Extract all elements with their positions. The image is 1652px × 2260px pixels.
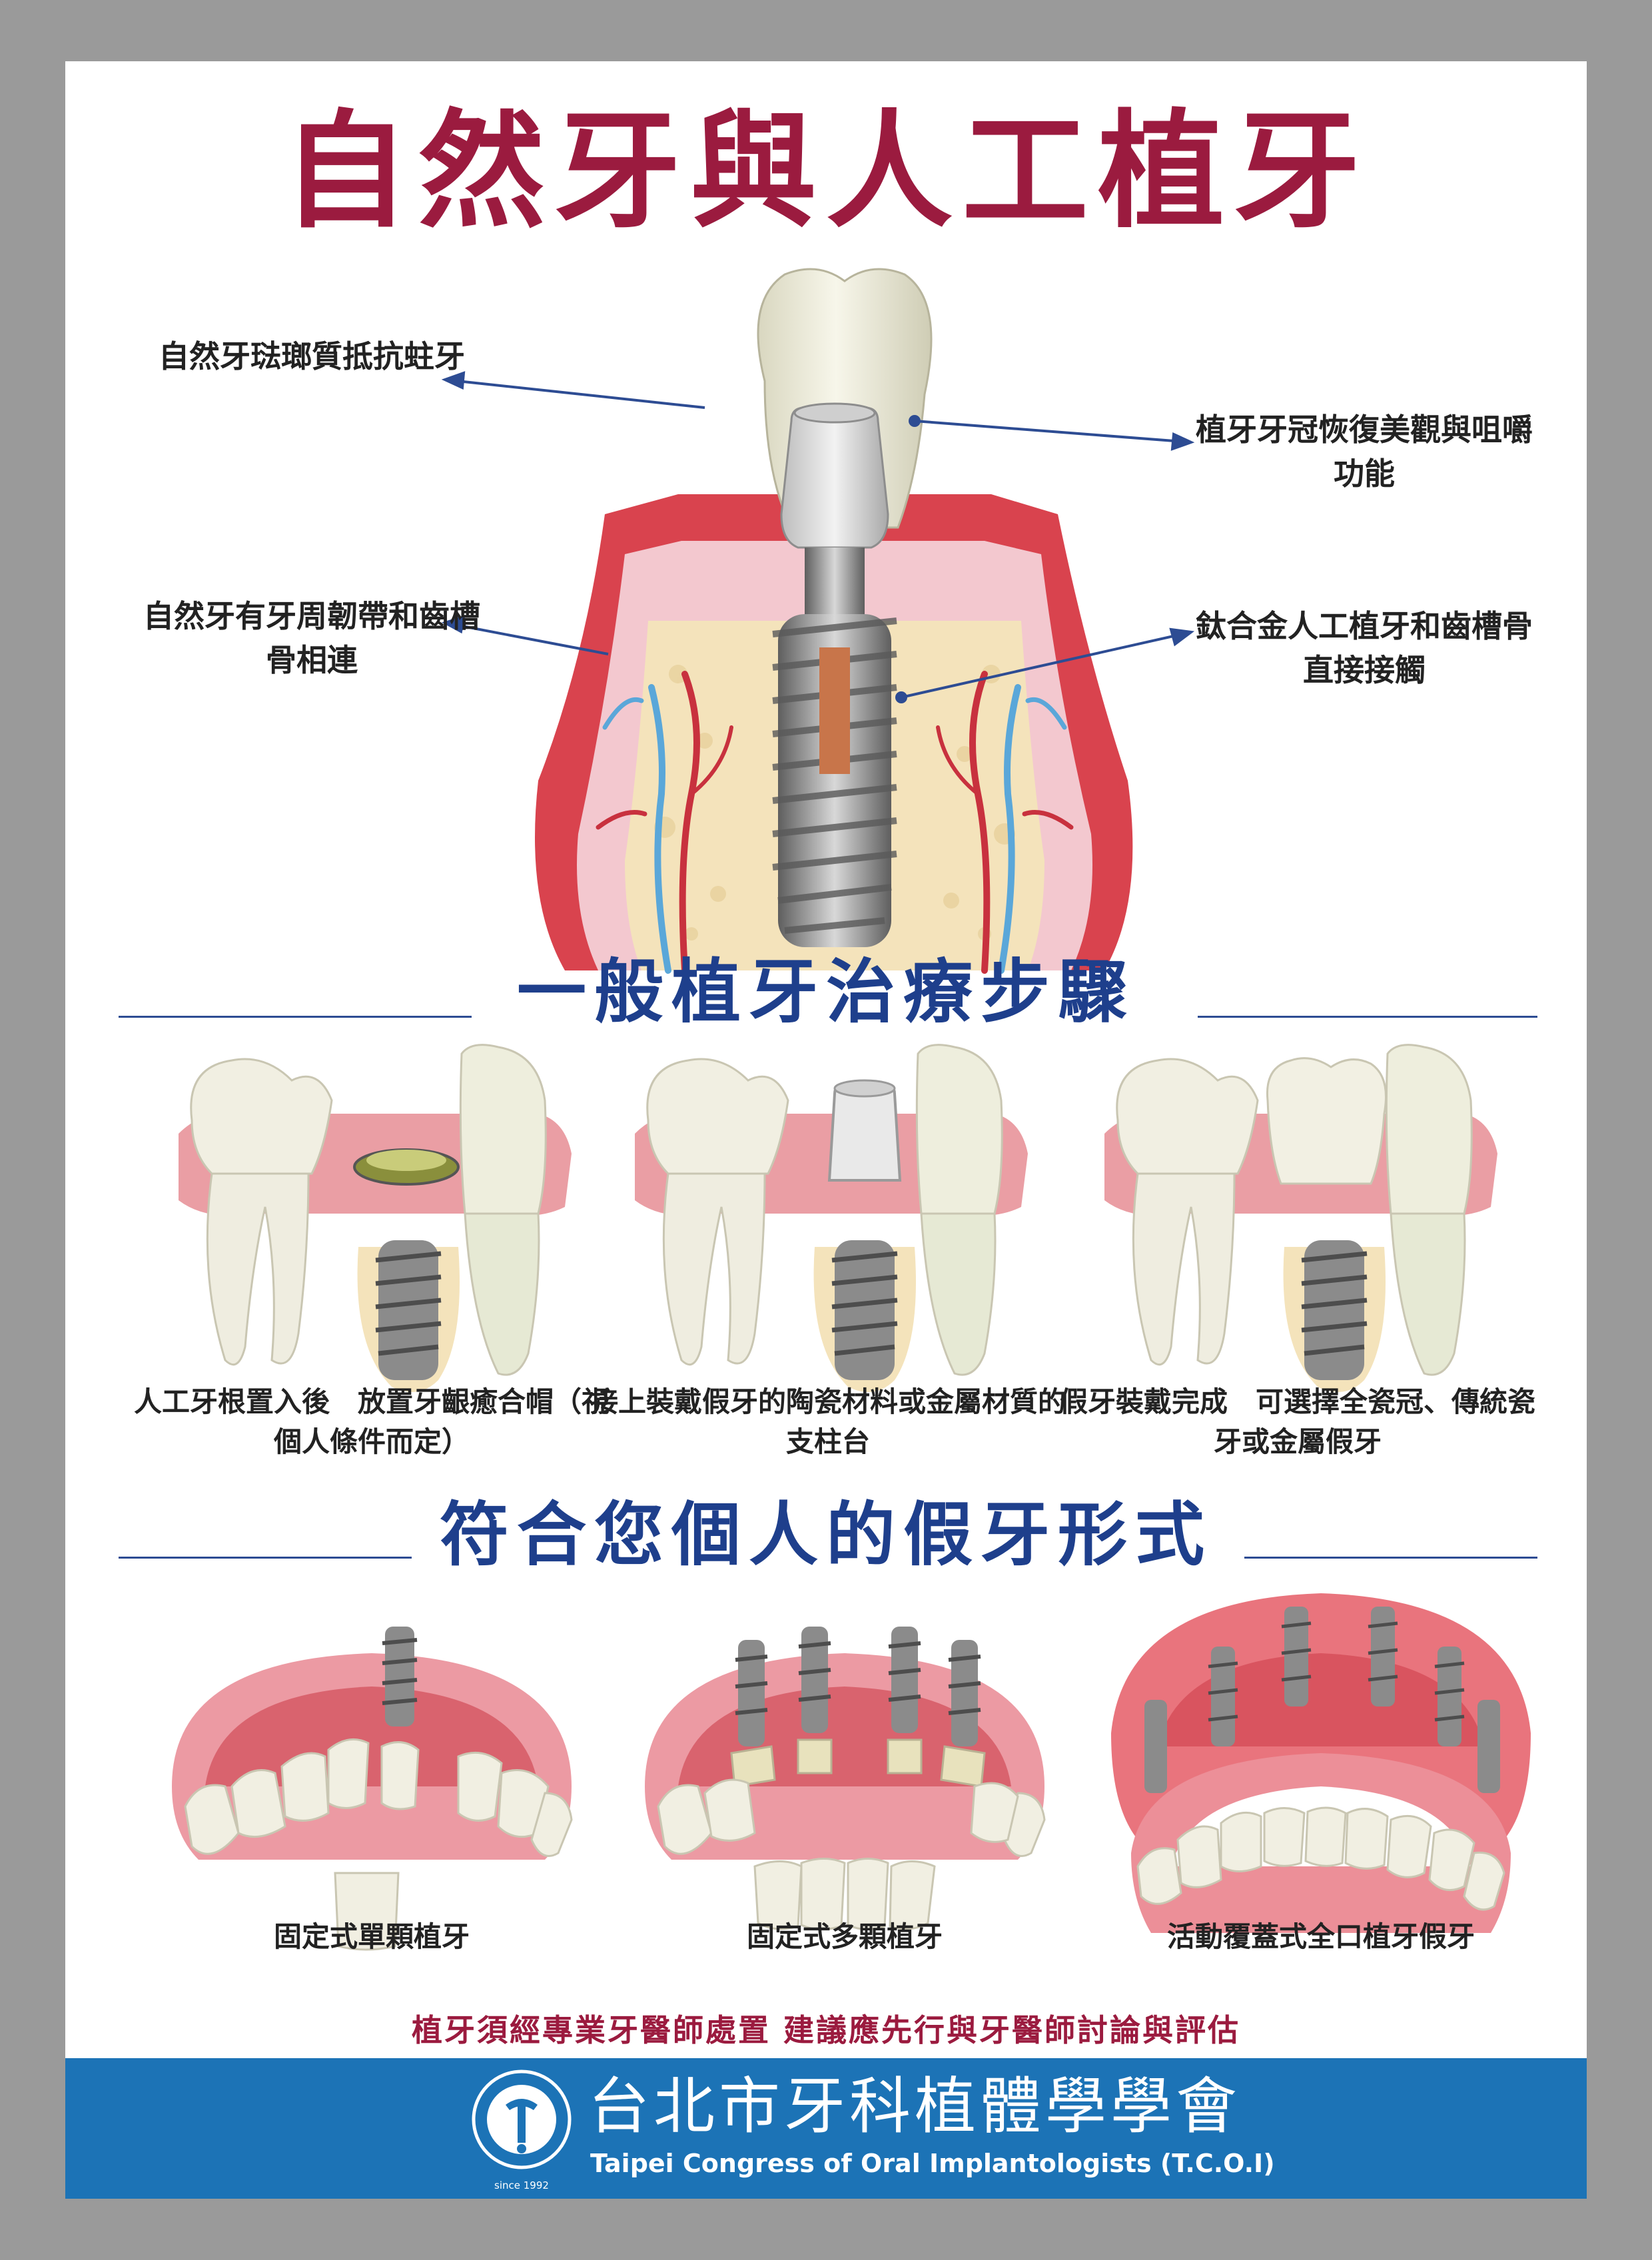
step-2-caption: 接上裝戴假牙的陶瓷材料或金屬材質的支柱台 — [590, 1385, 1066, 1458]
callout-crown: 植牙牙冠恢復美觀與咀嚼功能 — [1196, 412, 1533, 492]
step-3-caption: 假牙裝戴完成 可選擇全瓷冠、傳統瓷牙或金屬假牙 — [1059, 1385, 1535, 1458]
type-3-illustration — [1111, 1593, 1531, 1933]
type-1-illustration — [172, 1627, 573, 1951]
callout-titanium: 鈦合金人工植牙和齒槽骨直接接觸 — [1196, 608, 1533, 688]
org-name-english: Taipei Congress of Oral Implantologists … — [590, 2149, 1275, 2178]
logo-since-text: since 1992 — [494, 2179, 549, 2191]
tooth-implant-diagram — [535, 268, 1133, 974]
step-2-illustration — [635, 1044, 1028, 1392]
warning-text: 植牙須經專業牙醫師處置 建議應先行與牙醫師討論與評估 — [411, 2012, 1240, 2048]
step-1-illustration — [179, 1044, 572, 1392]
steps-rule-left — [119, 1016, 472, 1018]
org-logo: since 1992 — [468, 2066, 575, 2193]
type-3-caption: 活動覆蓋式全口植牙假牙 — [1166, 1920, 1475, 1953]
callout-periodontal: 自然牙有牙周韌帶和齒槽骨相連 — [143, 598, 480, 678]
org-name: 台北市牙科植體學學會 — [588, 2071, 1242, 2142]
type-2-caption: 固定式多顆植牙 — [746, 1920, 943, 1953]
callout-enamel: 自然牙琺瑯質抵抗蛀牙 — [159, 338, 465, 374]
types-rule-left — [119, 1557, 412, 1559]
poster: 自然牙與人工植牙 — [65, 61, 1587, 2199]
page-title: 自然牙與人工植牙 — [282, 97, 1370, 245]
types-rule-right — [1244, 1557, 1537, 1559]
type-1-caption: 固定式單顆植牙 — [273, 1920, 470, 1953]
types-section-title: 符合您個人的假牙形式 — [439, 1493, 1212, 1575]
step-3-illustration — [1104, 1044, 1497, 1392]
type-2-illustration — [645, 1627, 1046, 1930]
org-logo-emblem — [472, 2070, 572, 2169]
step-1-caption: 人工牙根置入後 放置牙齦癒合帽（視個人條件而定） — [133, 1385, 610, 1458]
callout-arrows — [441, 371, 1195, 703]
footer-banner: since 1992 台北市牙科植體學學會 Taipei Congress of… — [65, 2058, 1587, 2199]
steps-rule-right — [1198, 1016, 1537, 1018]
steps-section-title: 一般植牙治療步驟 — [516, 950, 1135, 1032]
